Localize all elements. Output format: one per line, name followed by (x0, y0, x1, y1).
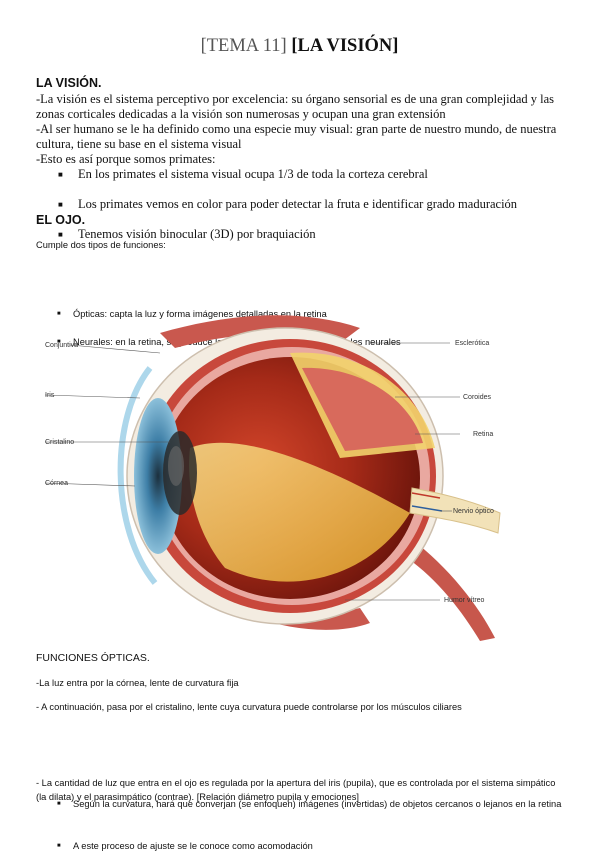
label-cristalino: Cristalino (45, 439, 74, 446)
nerve-vessel-shape (411, 492, 441, 499)
lens-highlight-shape (168, 446, 184, 486)
list-item: Tenemos visión binocular (3D) por braqui… (36, 227, 599, 242)
topic-label: [TEMA 11] (200, 36, 287, 56)
optical-line-1: -La luz entra por la córnea, lente de cu… (36, 678, 239, 688)
page-title: [TEMA 11] [LA VISIÓN] (0, 36, 599, 57)
cutaway-choroid-shape (302, 367, 423, 451)
optical-line-3: - La cantidad de luz que entra en el ojo… (36, 778, 556, 802)
label-esclerotica: Esclerótica (455, 340, 489, 347)
nerve-vessel-2-shape (411, 505, 443, 512)
optical-line-2: - A continuación, pasa por el cristalino… (36, 702, 462, 712)
vision-paragraph-3: -Esto es así porque somos primates: (36, 152, 216, 166)
label-humor-vitreo: Humor vítreo (444, 597, 485, 604)
label-coroides: Coroides (463, 394, 492, 401)
list-item: Según la curvatura, hará que converjan (… (36, 797, 573, 811)
list-item: Ópticas: capta la luz y forma imágenes d… (36, 307, 599, 321)
macula-area-shape (189, 442, 410, 582)
label-conjuntiva: Conjuntiva (45, 342, 78, 349)
section-heading-vision: LA VISIÓN. (36, 76, 102, 90)
label-retina: Retina (473, 431, 493, 438)
vision-paragraph-1: -La visión es el sistema perceptivo por … (36, 92, 555, 121)
subject-label: [LA VISIÓN] (291, 36, 399, 56)
iris-shape (134, 398, 182, 554)
list-item: En los primates el sistema visual ocupa … (36, 167, 599, 182)
eye-intro: Cumple dos tipos de funciones: (36, 240, 166, 250)
label-nervio-optico: Nervio óptico (453, 508, 494, 515)
label-cornea: Córnea (45, 480, 68, 487)
list-item: Los primates vemos en color para poder d… (36, 197, 599, 212)
label-iris: Iris (45, 392, 55, 399)
muscle-right-shape (400, 538, 495, 641)
eye-anatomy-diagram: Conjuntiva Iris Cristalino Córnea Escler… (44, 315, 501, 641)
vision-paragraph-2: -Al ser humano se le ha definido como un… (36, 122, 557, 151)
list-item: A este proceso de ajuste se le conoce co… (36, 839, 573, 853)
optic-nerve-shape (409, 487, 501, 534)
section-heading-eye: EL OJO. (36, 213, 86, 227)
section-heading-optical-functions: FUNCIONES ÓPTICAS. (36, 652, 150, 664)
cornea-shape (117, 366, 158, 585)
